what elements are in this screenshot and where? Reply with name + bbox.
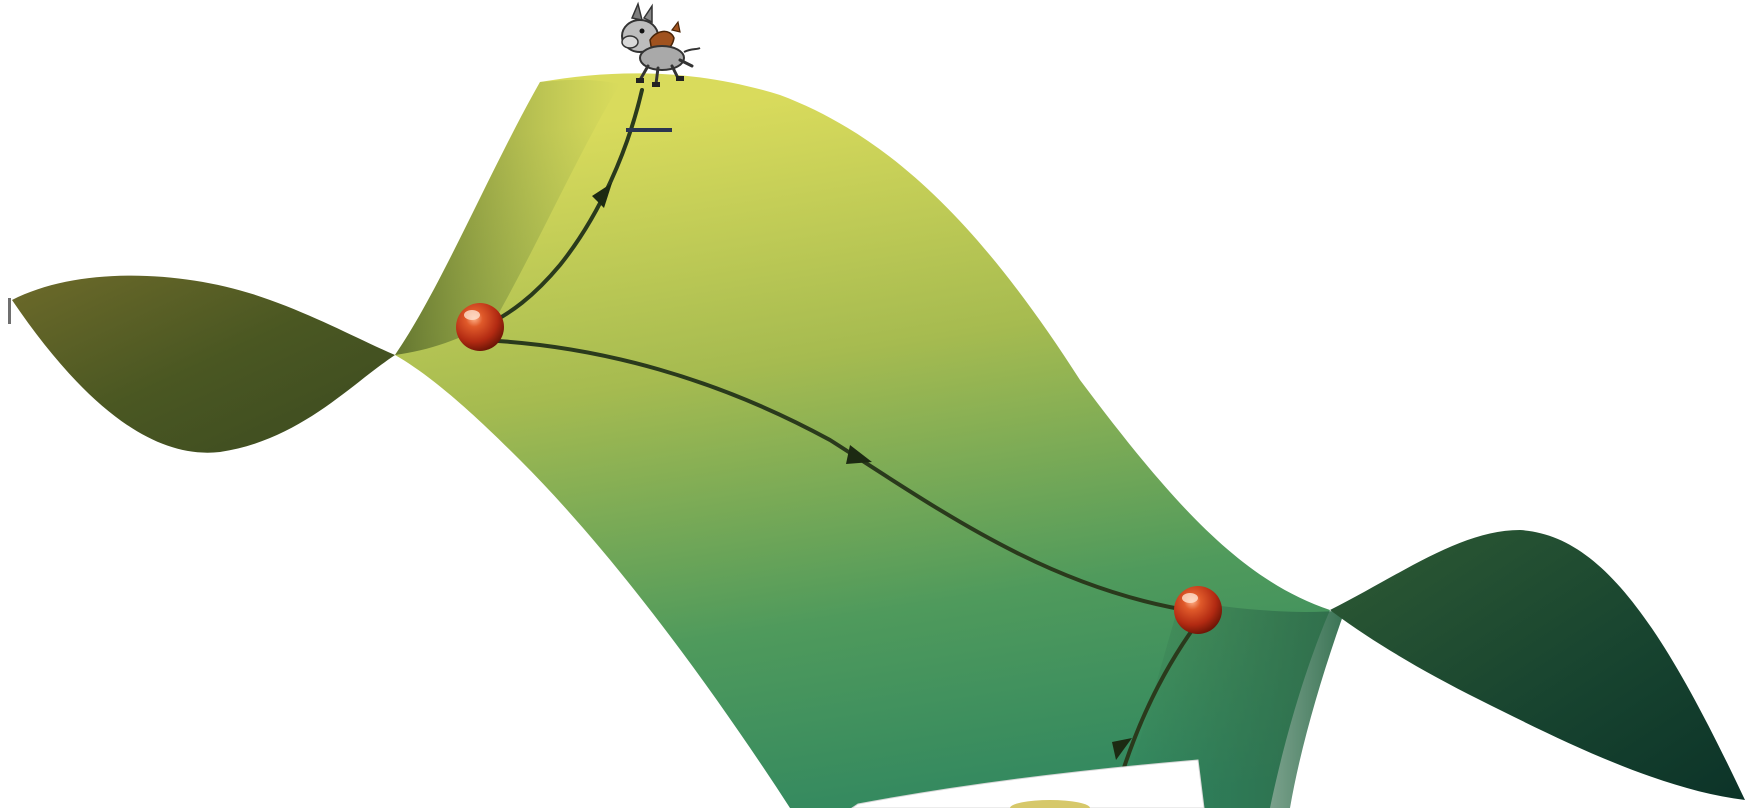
critical-point-upper bbox=[456, 303, 504, 351]
critical-point-lower bbox=[1174, 586, 1222, 634]
left-edge-mark bbox=[8, 298, 11, 324]
surface-right-lobe bbox=[1330, 530, 1745, 800]
surface-left-lobe bbox=[12, 276, 395, 453]
